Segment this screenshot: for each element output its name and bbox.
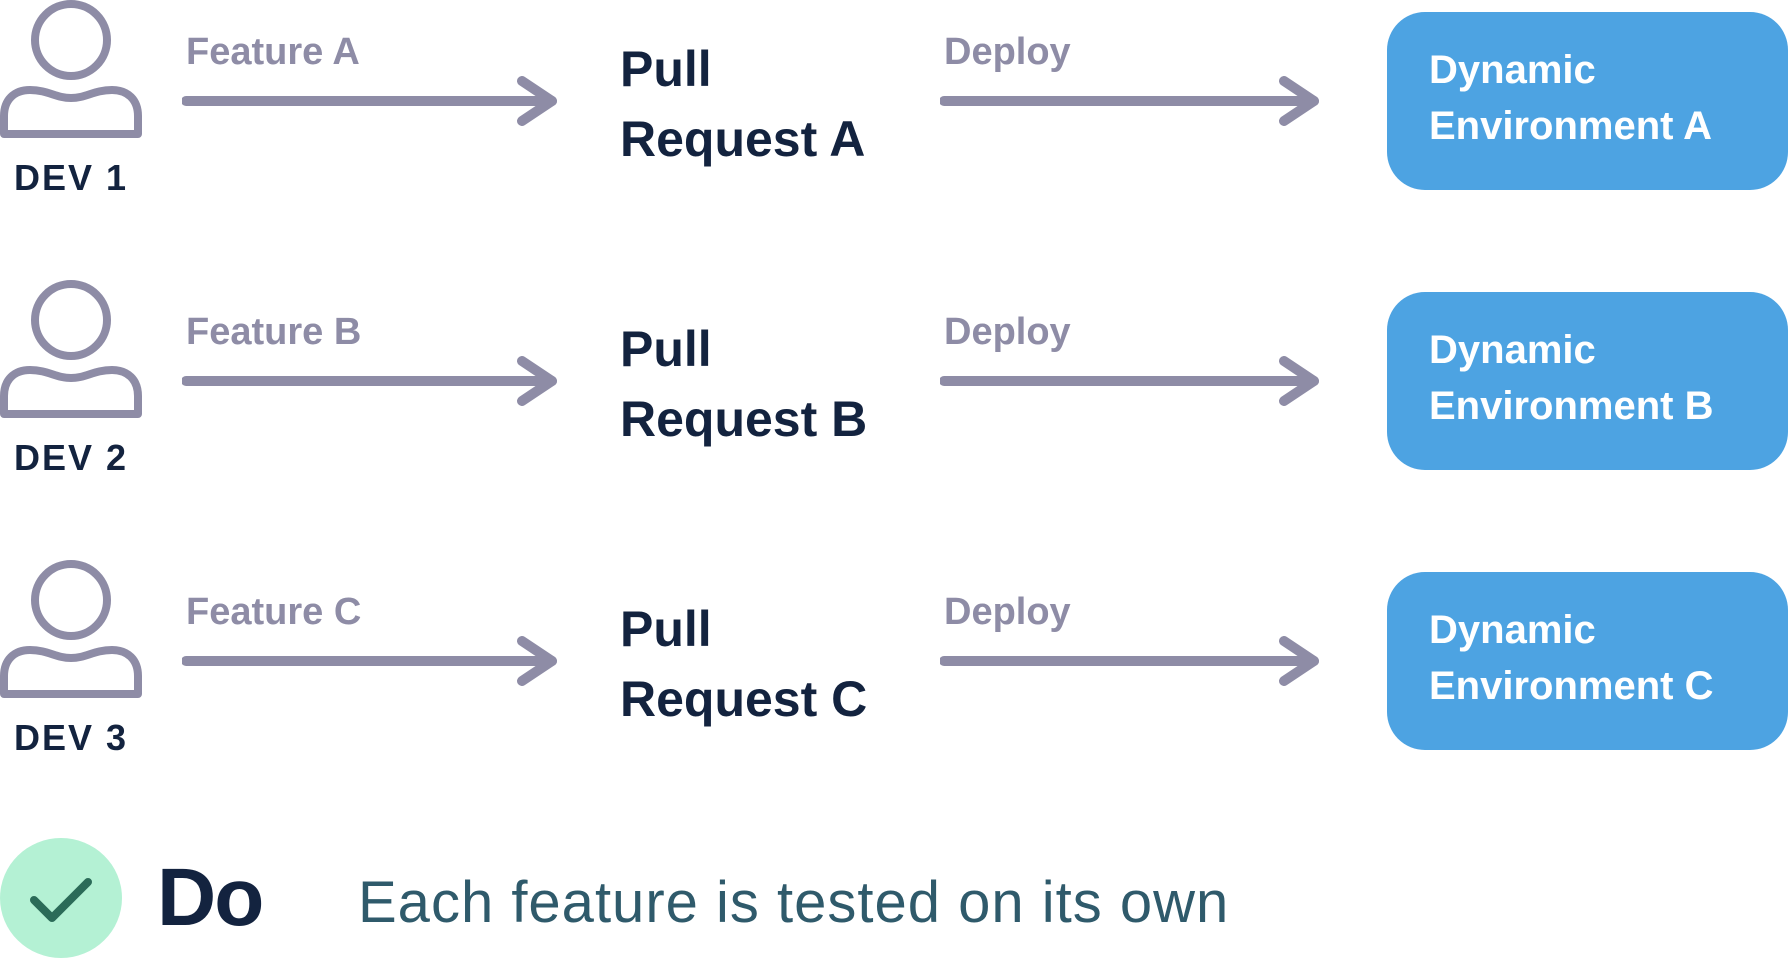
pipeline-row-2: DEV 2 Feature B Pull Request B Deploy Dy… — [0, 280, 1788, 480]
arrow-right-icon — [940, 636, 1319, 686]
pull-request: Pull Request A — [620, 34, 865, 174]
environment-line1: Dynamic — [1429, 608, 1596, 652]
arrow-right-icon — [182, 356, 557, 406]
verdict-label: Do — [157, 852, 264, 943]
verdict-footer: Do Each feature is tested on its own — [0, 838, 1788, 958]
pipeline-row-3: DEV 3 Feature C Pull Request C Deploy Dy… — [0, 560, 1788, 760]
user-icon — [0, 280, 142, 418]
environment-line1: Dynamic — [1429, 328, 1596, 372]
feature-label: Feature C — [186, 591, 362, 633]
feature-label: Feature B — [186, 311, 362, 353]
environment-line1: Dynamic — [1429, 48, 1596, 92]
deploy-label: Deploy — [944, 591, 1071, 633]
dev-label: DEV 1 — [13, 157, 129, 198]
environment-line2: Environment C — [1429, 664, 1714, 708]
arrow-right-icon — [940, 356, 1319, 406]
user-icon — [0, 0, 142, 138]
pull-request-line2: Request B — [620, 391, 868, 447]
deploy-label: Deploy — [944, 311, 1071, 353]
dynamic-environment: Dynamic Environment C — [1387, 572, 1788, 750]
pull-request-line1: Pull — [620, 41, 712, 97]
pull-request: Pull Request C — [620, 594, 867, 734]
pull-request-line1: Pull — [620, 601, 712, 657]
arrow-right-icon — [940, 76, 1319, 126]
check-icon — [30, 878, 92, 922]
pull-request-line1: Pull — [620, 321, 712, 377]
arrow-right-icon — [182, 636, 557, 686]
dev-label: DEV 3 — [13, 717, 129, 758]
environment-line2: Environment B — [1429, 384, 1714, 428]
environment-line2: Environment A — [1429, 104, 1712, 148]
check-badge — [0, 838, 122, 958]
dev-label: DEV 2 — [13, 437, 129, 478]
dynamic-environment: Dynamic Environment B — [1387, 292, 1788, 470]
developer-2: DEV 2 — [0, 280, 142, 480]
developer-1: DEV 1 — [0, 0, 142, 200]
pull-request-line2: Request A — [620, 111, 866, 167]
dynamic-environment: Dynamic Environment A — [1387, 12, 1788, 190]
deploy-label: Deploy — [944, 31, 1071, 73]
arrow-right-icon — [182, 76, 557, 126]
verdict-description: Each feature is tested on its own — [358, 870, 1230, 935]
user-icon — [0, 560, 142, 698]
pull-request-line2: Request C — [620, 671, 868, 727]
pipeline-row-1: DEV 1 Feature A Pull Request A Deploy Dy… — [0, 0, 1788, 200]
feature-label: Feature A — [186, 31, 360, 73]
developer-3: DEV 3 — [0, 560, 142, 760]
pull-request: Pull Request B — [620, 314, 867, 454]
